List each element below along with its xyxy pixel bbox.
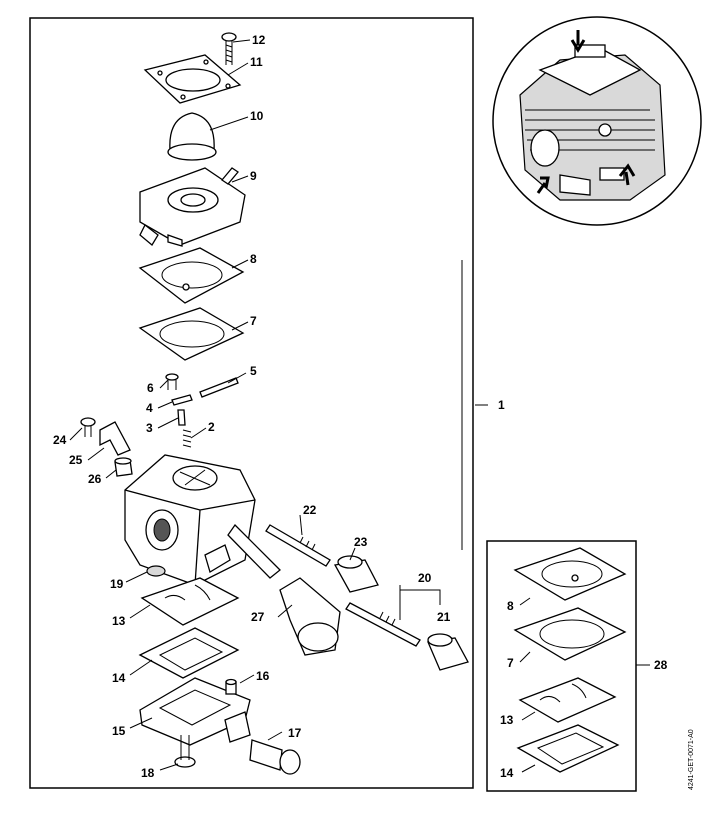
callout-22: 22 (303, 503, 317, 517)
callout-19: 19 (110, 577, 124, 591)
part-26-sleeve (114, 457, 133, 477)
kit-callout-7: 7 (507, 656, 514, 670)
callout-2: 2 (208, 420, 215, 434)
leader-lines (69, 39, 650, 773)
part-23-limiter-cap (333, 555, 379, 593)
callout-10: 10 (250, 109, 264, 123)
part-11-gasket (143, 54, 242, 104)
part-17-fitting (249, 739, 301, 775)
carburetor-body (124, 454, 281, 586)
callout-11: 11 (250, 55, 263, 69)
part-25-bracket (99, 421, 131, 456)
part-4-lever (171, 394, 193, 406)
part-13-gasket (140, 577, 240, 626)
callout-5: 5 (250, 364, 257, 378)
part-7-gasket (138, 307, 245, 361)
callout-9: 9 (250, 169, 257, 183)
part-12-screw (221, 32, 237, 65)
part-19-strainer (146, 565, 166, 577)
part-16-pin (225, 678, 237, 695)
part-21-adjusting-screw (345, 602, 421, 647)
part-15-pump-cover (139, 677, 251, 746)
kit-part-8-diaphragm (513, 547, 627, 601)
kit-callout-14: 14 (500, 766, 514, 780)
callout-4: 4 (146, 401, 153, 415)
part-20-limiter-cap (427, 633, 469, 671)
callout-18: 18 (141, 766, 155, 780)
callout-28: 28 (654, 658, 668, 672)
callout-20: 20 (418, 571, 432, 585)
part-27-funnel (279, 577, 341, 656)
part-9-pump-housing (139, 167, 246, 247)
callout-23: 23 (354, 535, 368, 549)
kit-part-14-gasket (516, 724, 620, 773)
callout-3: 3 (146, 421, 153, 435)
part-6-screw (165, 373, 179, 390)
kit-callout-13: 13 (500, 713, 514, 727)
callout-15: 15 (112, 724, 126, 738)
part-24-screw (80, 417, 96, 437)
callout-13: 13 (112, 614, 126, 628)
callout-1: 1 (498, 398, 505, 412)
callout-8: 8 (250, 252, 257, 266)
part-22-idle-screw (265, 524, 331, 567)
callout-24: 24 (53, 433, 67, 447)
callout-27: 27 (251, 610, 265, 624)
kit-part-13-gasket (518, 677, 617, 723)
callout-26: 26 (88, 472, 102, 486)
callout-labels: 1 2 3 4 5 6 7 8 9 10 11 12 13 14 15 16 1… (53, 33, 668, 780)
drawing-code: 4241-GET-0071-A0 (688, 729, 695, 790)
callout-17: 17 (288, 726, 302, 740)
part-3-needle (177, 409, 186, 426)
part-2-spring (182, 429, 192, 448)
part-18-screw (174, 735, 196, 768)
kit-callout-8: 8 (507, 599, 514, 613)
part-8-diaphragm (138, 247, 245, 304)
cylinder-detail-inset (492, 16, 702, 226)
callout-25: 25 (69, 453, 83, 467)
main-frame (29, 17, 474, 789)
part-10-primer-bulb (167, 112, 217, 161)
callout-14: 14 (112, 671, 126, 685)
callout-6: 6 (147, 381, 154, 395)
kit-part-7-gasket (513, 607, 627, 661)
part-14-gasket (138, 627, 240, 679)
callout-7: 7 (250, 314, 257, 328)
callout-21: 21 (437, 610, 451, 624)
callout-16: 16 (256, 669, 270, 683)
callout-12: 12 (252, 33, 266, 47)
kit-frame (486, 540, 637, 792)
